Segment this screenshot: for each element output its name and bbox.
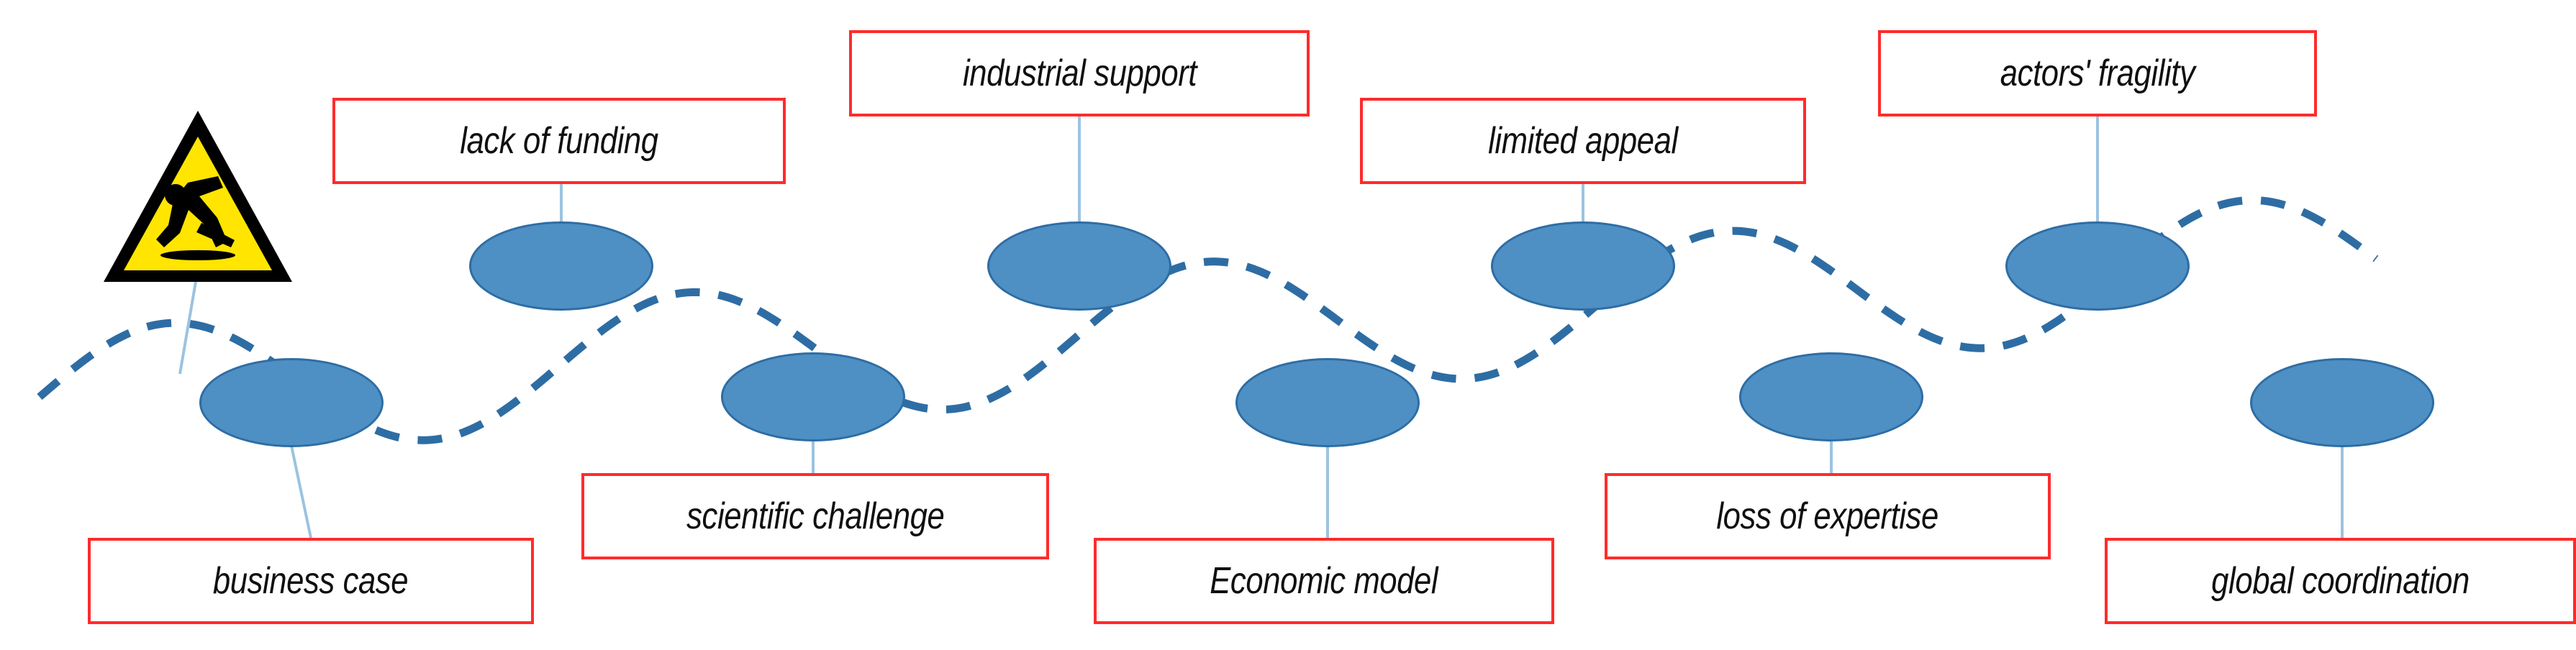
label-text: actors' fragility <box>2000 52 2195 94</box>
node-ellipse <box>987 221 1171 311</box>
node-ellipse <box>2005 221 2190 311</box>
label-box-business-case[interactable]: business case <box>88 538 534 624</box>
connector-line <box>178 281 197 375</box>
node-ellipse <box>721 352 905 441</box>
label-box-global-coordination[interactable]: global coordination <box>2105 538 2576 624</box>
label-box-economic-model[interactable]: Economic model <box>1094 538 1554 624</box>
node-ellipse <box>1235 358 1420 447</box>
label-box-actors-fragility[interactable]: actors' fragility <box>1878 30 2317 116</box>
label-box-limited-appeal[interactable]: limited appeal <box>1360 98 1806 184</box>
slippery-hazard-warning-icon <box>104 111 292 282</box>
connector-line <box>290 445 312 539</box>
dashed-wave-line <box>37 196 2379 444</box>
label-box-lack-of-funding[interactable]: lack of funding <box>332 98 786 184</box>
node-ellipse <box>2250 358 2434 447</box>
node-ellipse <box>469 221 653 311</box>
label-text: global coordination <box>2211 560 2470 602</box>
label-box-scientific-challenge[interactable]: scientific challenge <box>581 473 1049 559</box>
label-text: scientific challenge <box>686 495 945 537</box>
label-text: limited appeal <box>1488 120 1678 162</box>
label-box-loss-of-expertise[interactable]: loss of expertise <box>1605 473 2051 559</box>
label-text: business case <box>213 560 409 602</box>
label-text: lack of funding <box>460 120 658 162</box>
label-text: industrial support <box>962 52 1197 94</box>
label-text: Economic model <box>1210 560 1438 602</box>
label-box-industrial-support[interactable]: industrial support <box>849 30 1310 116</box>
node-ellipse <box>1491 221 1675 311</box>
node-ellipse <box>199 358 384 447</box>
label-text: loss of expertise <box>1716 495 1939 537</box>
node-ellipse <box>1739 352 1923 441</box>
